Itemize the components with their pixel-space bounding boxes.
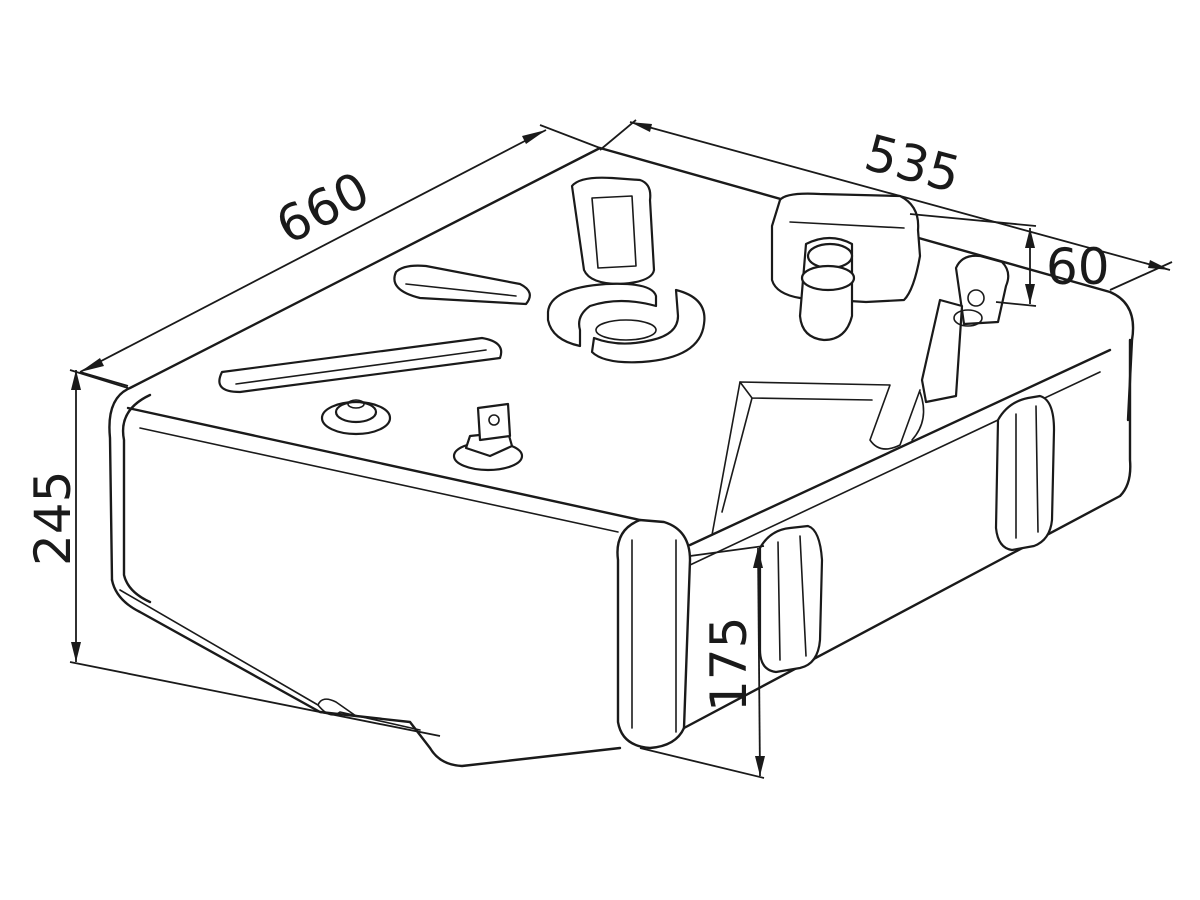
front-face-edge: [110, 578, 622, 768]
top-front-line: [126, 406, 642, 522]
outlet-nut-icon: [452, 402, 524, 472]
filler-neck-icon: [570, 176, 656, 286]
vent-fitting-icon: [770, 192, 922, 342]
tank-body-outline: [108, 146, 1135, 768]
dimension-660: 660: [79, 124, 601, 387]
top-details: [218, 176, 1010, 472]
dim-245-label: 245: [24, 471, 82, 566]
handle-right: [994, 394, 1056, 552]
dim-660-label: 660: [267, 161, 378, 256]
bottom-chamfer: [119, 589, 421, 731]
dim-60-label: 60: [1046, 238, 1110, 296]
dim-175-label: 175: [700, 617, 758, 712]
handle-left: [758, 524, 824, 674]
bottom-notch: [317, 698, 357, 717]
slot-long: [218, 336, 503, 394]
dimension-60: 60: [909, 213, 1110, 307]
outlet-fitting-icon: [911, 254, 1010, 441]
corner-column-inner: [631, 539, 677, 733]
corner-column: [616, 518, 692, 750]
front-top-edge: [121, 393, 152, 604]
top-recess: [711, 381, 921, 536]
dimension-245: 245: [24, 369, 441, 737]
handle-left-inner: [777, 535, 807, 661]
dim-535-label: 535: [859, 124, 966, 205]
right-face-edge: [682, 338, 1132, 730]
top-recess-inner: [721, 381, 873, 513]
top-face-edge: [108, 146, 1135, 582]
handle-right-inner: [1015, 405, 1039, 539]
ring-clamp-icon: [546, 282, 706, 364]
front-inner-line: [139, 427, 619, 533]
fuel-sender-icon: [320, 399, 392, 436]
dimension-175: 175: [639, 545, 765, 779]
